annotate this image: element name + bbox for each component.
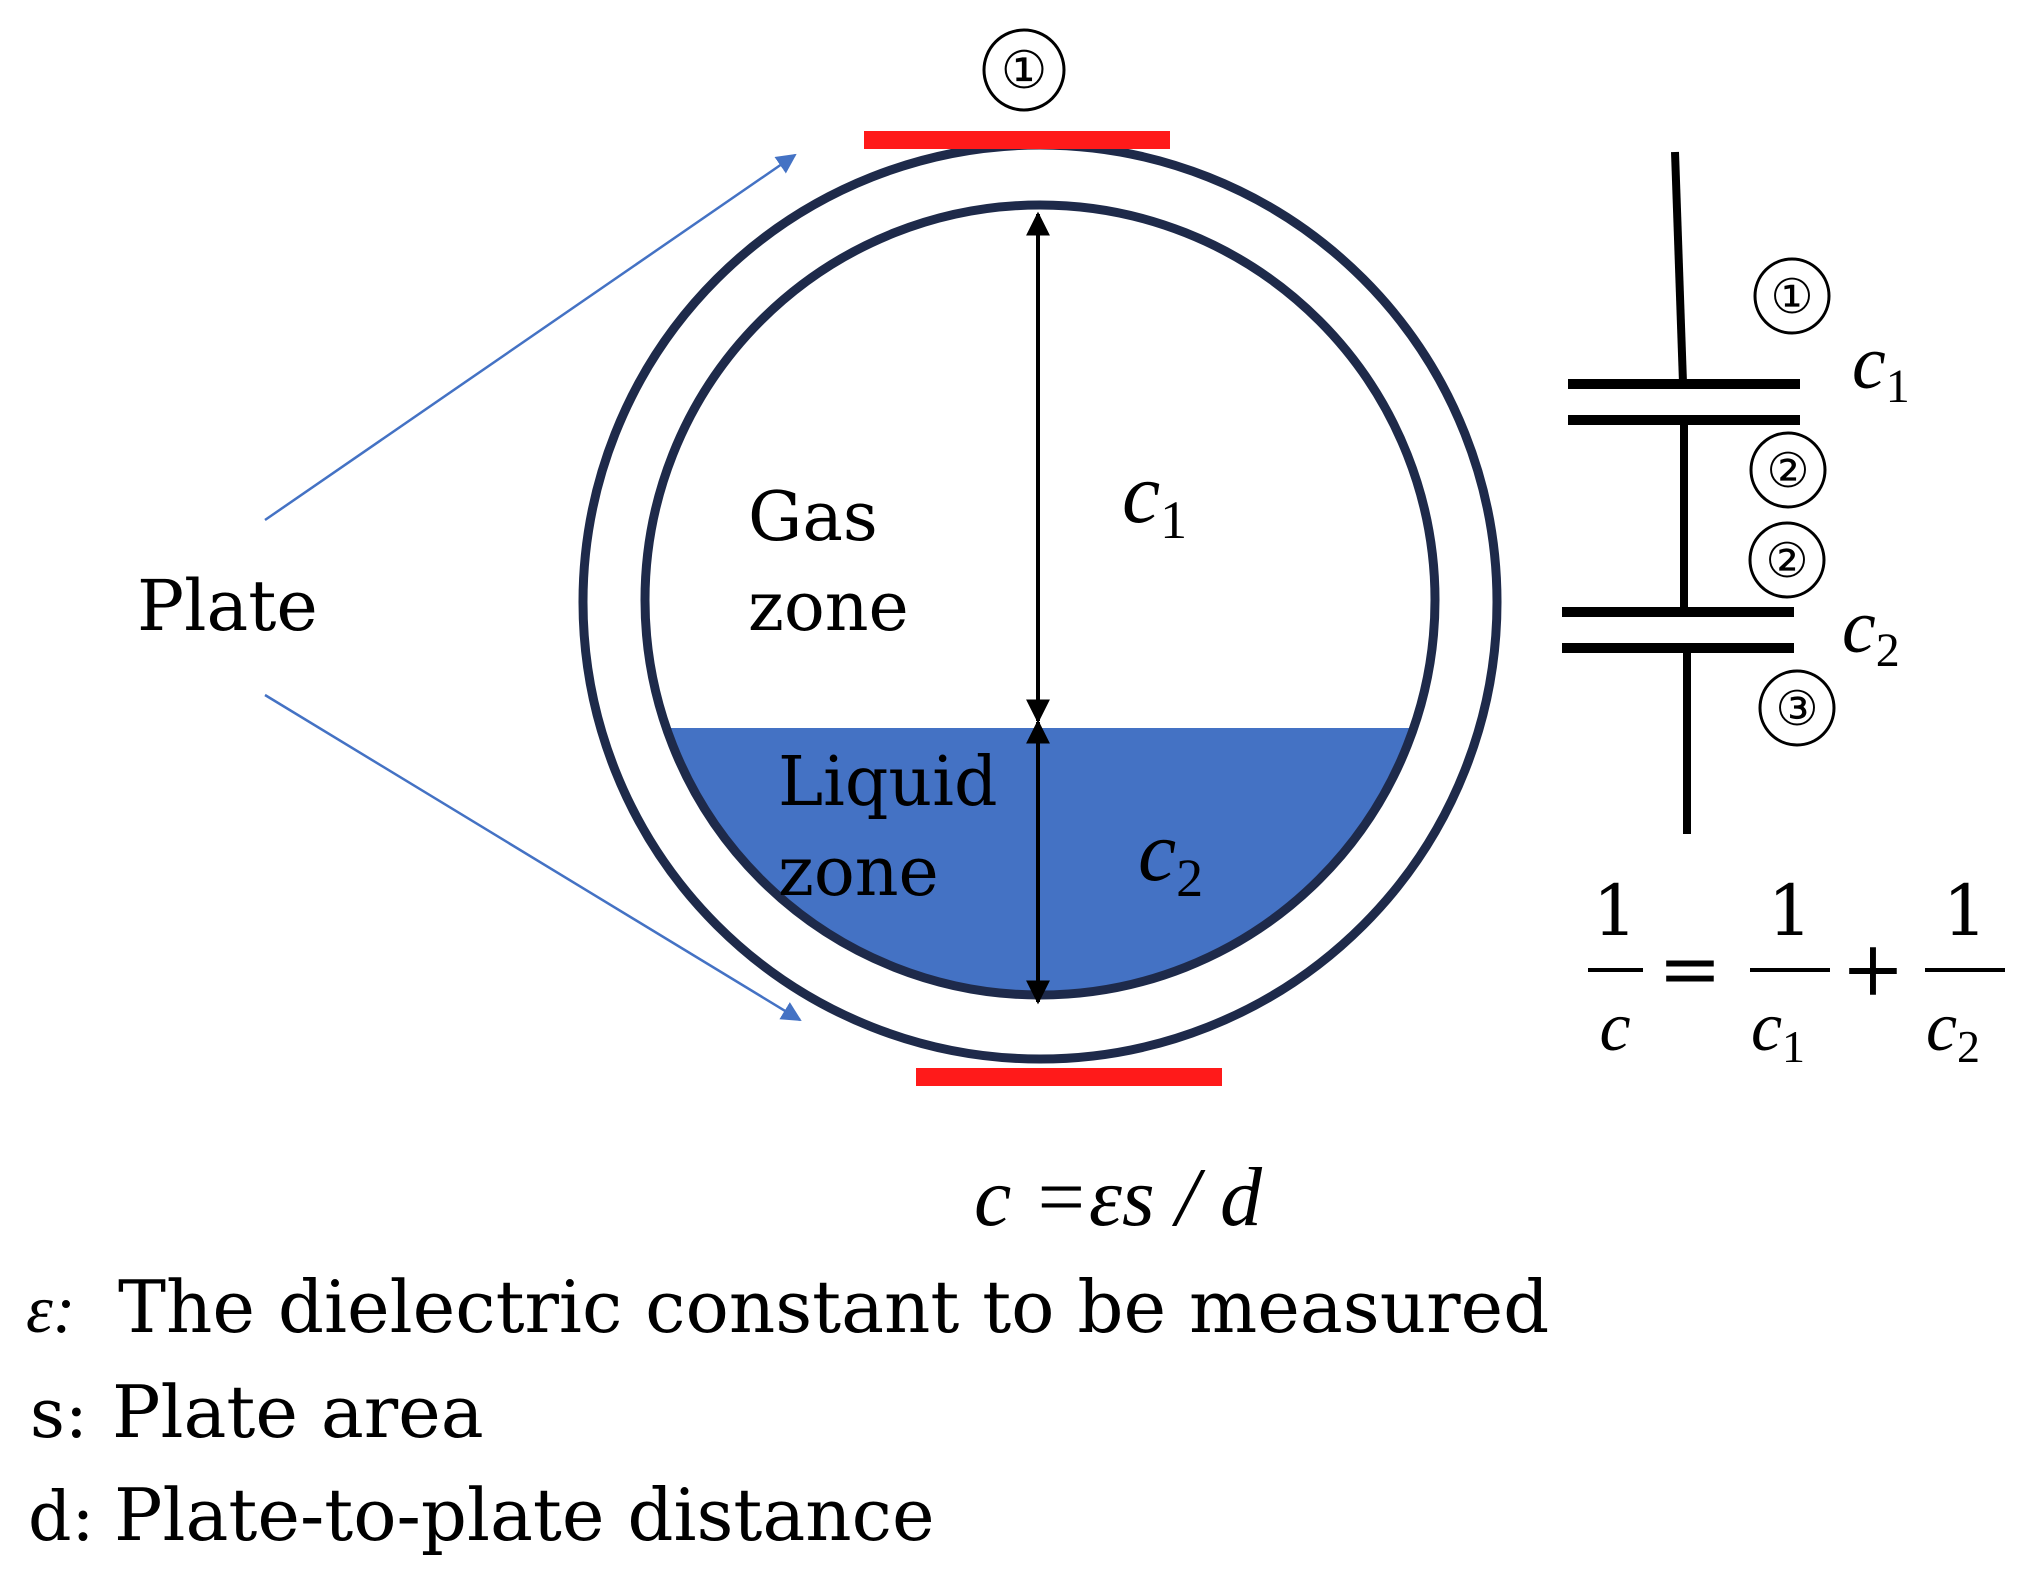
circuit-wire-top xyxy=(1671,151,1687,384)
circuit-node2b-circle xyxy=(1748,521,1826,599)
series-capacitance-formula: 1 c = 1 c1 + 1 c2 xyxy=(1588,870,2005,1072)
equals-sign: = xyxy=(1658,924,1722,1013)
term2-numerator: 1 xyxy=(1943,870,1988,952)
circuit-c2-base: c xyxy=(1842,585,1876,669)
term1-denominator: c1 xyxy=(1751,989,1805,1072)
plate-label: Plate xyxy=(137,565,318,647)
circuit-node2a-label: ② xyxy=(1766,443,1809,499)
circuit-node1-circle xyxy=(1753,257,1831,335)
term2-den-sub: 2 xyxy=(1957,1021,1980,1072)
top-marker-label: ① xyxy=(1001,41,1048,101)
term2-den-base: c xyxy=(1926,989,1957,1066)
circuit-node2a-circle xyxy=(1749,431,1827,509)
plate-arrow-top xyxy=(264,153,797,522)
vessel-c2-label: c2 xyxy=(1138,803,1203,908)
lhs-denominator: c xyxy=(1599,989,1630,1066)
top-marker-circle xyxy=(982,28,1066,112)
liquid-fill xyxy=(645,728,1435,995)
circuit-node2b-label: ② xyxy=(1765,533,1808,589)
legend-d-symbol: d: xyxy=(28,1478,94,1557)
legend-s-symbol: s: xyxy=(30,1375,88,1454)
vessel-c1-label: c1 xyxy=(1122,445,1187,550)
lhs-numerator: 1 xyxy=(1593,870,1638,952)
vessel-c1-sub: 1 xyxy=(1160,490,1187,550)
circuit-c1-label: c1 xyxy=(1852,321,1910,413)
circuit-node3-label: ③ xyxy=(1775,681,1818,737)
gas-zone-label-line1: Gas xyxy=(748,478,878,557)
gas-zone-label-line2: zone xyxy=(748,568,909,647)
circuit-c2-label: c2 xyxy=(1842,585,1900,677)
legend-d-text: Plate-to-plate distance xyxy=(114,1473,935,1557)
circuit-c1-base: c xyxy=(1852,321,1886,405)
circuit-node3-circle xyxy=(1758,669,1836,747)
vessel-c2-base: c xyxy=(1138,803,1176,899)
legend-epsilon-symbol: ε: xyxy=(26,1271,75,1347)
capacitance-formula: c =εs / d xyxy=(974,1151,1263,1244)
term2-denominator: c2 xyxy=(1926,989,1980,1072)
term1-den-base: c xyxy=(1751,989,1782,1066)
liquid-zone-label-line1: Liquid xyxy=(778,743,998,822)
circuit-node1-label: ① xyxy=(1770,269,1813,325)
plus-sign: + xyxy=(1841,924,1905,1013)
vessel-c2-sub: 2 xyxy=(1176,848,1203,908)
legend-s-text: Plate area xyxy=(112,1370,484,1454)
circuit-c2-sub: 2 xyxy=(1876,624,1900,677)
vessel-c1-base: c xyxy=(1122,445,1160,541)
liquid-zone-label-line2: zone xyxy=(778,833,939,912)
circuit-c1-sub: 1 xyxy=(1886,360,1910,413)
term1-den-sub: 1 xyxy=(1782,1021,1805,1072)
plate-arrow-bottom xyxy=(264,693,802,1022)
legend-epsilon-text: The dielectric constant to be measured xyxy=(118,1265,1549,1349)
term1-numerator: 1 xyxy=(1768,870,1813,952)
